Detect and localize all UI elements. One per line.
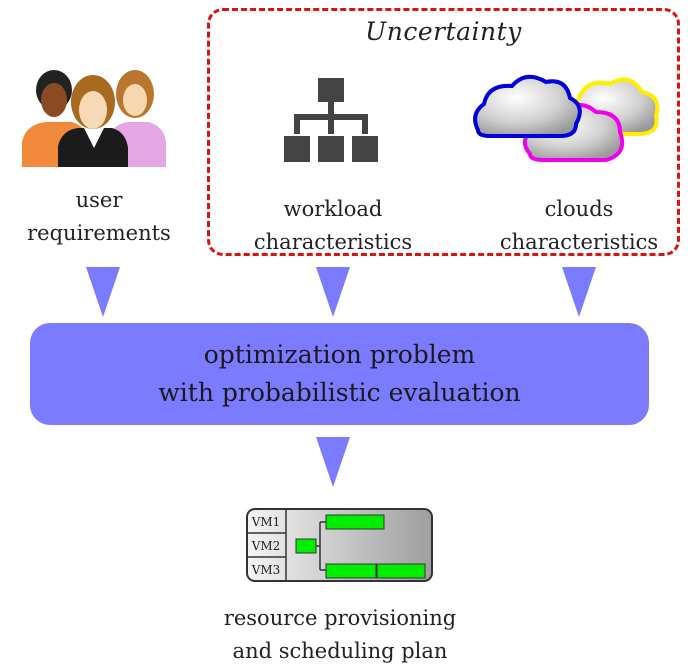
uncertainty-title: Uncertainty [365, 17, 522, 46]
user-requirements-label: user requirements [27, 188, 171, 245]
workload-characteristics-label: workload characteristics [253, 197, 413, 254]
clouds-characteristics-label: clouds characteristics [499, 197, 659, 254]
arrow-user-requirements [86, 267, 120, 317]
people-icon [22, 70, 166, 167]
arrow-workload [316, 267, 350, 317]
optimization-text: optimization problem with probabilistic … [158, 340, 521, 407]
hierarchy-icon [284, 78, 378, 162]
scheduling-plan-icon: VM1 VM2 VM3 [246, 508, 433, 582]
arrow-clouds [562, 267, 596, 317]
output-label: resource provisioning and scheduling pla… [223, 606, 457, 663]
clouds-icon [473, 74, 660, 162]
vm3-label: VM3 [251, 563, 281, 577]
arrow-output [316, 437, 350, 487]
optimization-box [30, 323, 649, 425]
uncertainty-region [207, 8, 680, 256]
vm2-label: VM2 [251, 539, 281, 553]
vm1-label: VM1 [251, 515, 281, 529]
